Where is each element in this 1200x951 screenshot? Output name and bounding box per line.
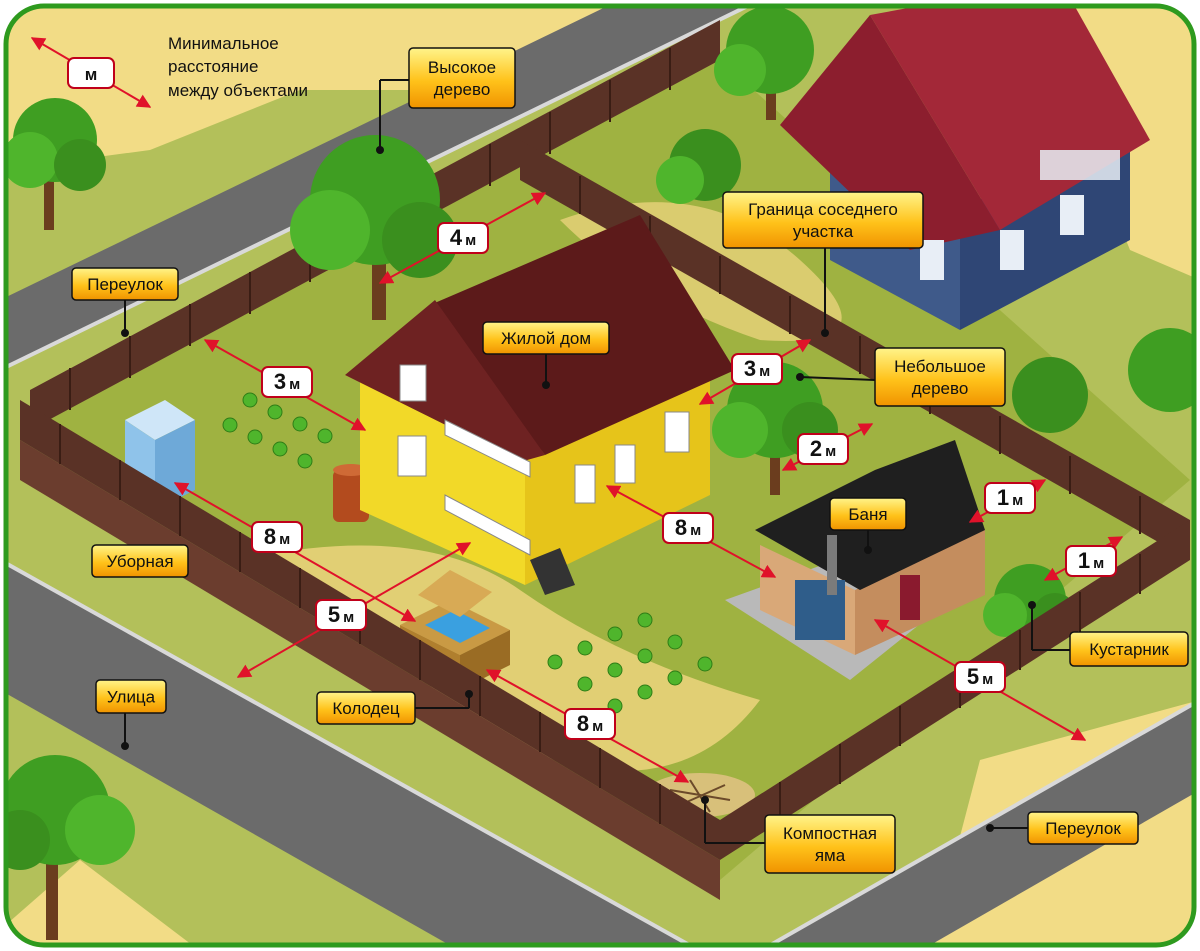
label-small-tree: Небольшое дерево [874,347,1006,407]
label-tall-tree: Высокое дерево [408,47,516,109]
label-text: Уборная [106,552,173,571]
distance-unit: м [279,531,290,548]
label-text: яма [815,846,846,865]
svg-text:8м: 8м [675,515,701,540]
distance-value: 3 [744,356,756,381]
distance-unit: м [759,363,770,380]
distance-unit: м [982,671,993,688]
label-text: Небольшое [894,357,986,376]
label-text: Улица [107,688,156,707]
distance-value: 8 [577,711,589,736]
legend-badge-text: м [85,65,98,84]
label-lane-top: Переулок [71,267,179,301]
distance-unit: м [690,522,701,539]
tree-top-left [6,98,106,230]
svg-text:2м: 2м [810,436,836,461]
svg-text:1м: 1м [1078,548,1104,573]
distance-value: 1 [1078,548,1090,573]
label-text: Жилой дом [501,329,591,348]
lane-bottom-curb [759,698,1194,945]
distance-value: 2 [810,436,822,461]
legend-line-1: Минимальное [168,34,279,53]
tree-neighbor [714,6,814,120]
label-text: Баня [848,505,887,524]
bathhouse [725,440,985,680]
distance-unit: м [343,609,354,626]
svg-text:м: м [85,65,98,84]
svg-text:5м: 5м [328,602,354,627]
street-curb [6,558,701,945]
distance-value: 5 [967,664,979,689]
label-text: Переулок [1045,819,1121,838]
label-toilet: Уборная [91,544,189,578]
label-text: Высокое [428,58,496,77]
distance-unit: м [465,232,476,249]
label-text: Граница соседнего [748,200,898,219]
label-neighbor-border: Граница соседнего участка [722,191,924,249]
distance-value: 8 [264,524,276,549]
svg-text:3м: 3м [744,356,770,381]
svg-text:1м: 1м [997,485,1023,510]
distance-value: 8 [675,515,687,540]
distance-unit: м [592,718,603,735]
label-text: дерево [434,80,491,99]
label-text: участка [793,222,854,241]
svg-text:8м: 8м [577,711,603,736]
label-house: Жилой дом [482,321,610,355]
distance-unit: м [289,376,300,393]
label-well: Колодец [316,691,416,725]
label-text: Переулок [87,275,163,294]
label-lane-bottom: Переулок [1027,811,1139,845]
legend: Минимальное расстояние между объектами [168,34,308,100]
svg-text:8м: 8м [264,524,290,549]
label-text: Колодец [332,699,400,718]
label-text: Кустарник [1089,640,1169,659]
svg-text:4м: 4м [450,225,476,250]
leader-lines [124,79,1070,844]
tree-bottom-left [6,755,135,940]
svg-text:5м: 5м [967,664,993,689]
tree-right-edge [1012,328,1194,433]
label-street: Улица [95,679,167,714]
fence-back-right [520,140,1190,560]
label-shrub: Кустарник [1069,631,1189,667]
distance-unit: м [1012,492,1023,509]
svg-text:3м: 3м [274,369,300,394]
legend-badge: м [67,57,115,89]
label-text: дерево [912,379,969,398]
leader-dots [121,146,1036,832]
legend-line-2: расстояние [168,57,259,76]
distance-value: 3 [274,369,286,394]
distance-value: 5 [328,602,340,627]
distance-value: 4 [450,225,463,250]
distance-value: 1 [997,485,1009,510]
label-compost: Компостная яма [764,814,896,874]
distance-unit: м [1093,555,1104,572]
label-bathhouse: Баня [829,497,907,531]
label-text: Компостная [783,824,877,843]
shrub-top [656,129,741,204]
sand-patch-top [6,6,700,170]
distance-unit: м [825,443,836,460]
legend-line-3: между объектами [168,81,308,100]
frame-border [3,3,1197,948]
